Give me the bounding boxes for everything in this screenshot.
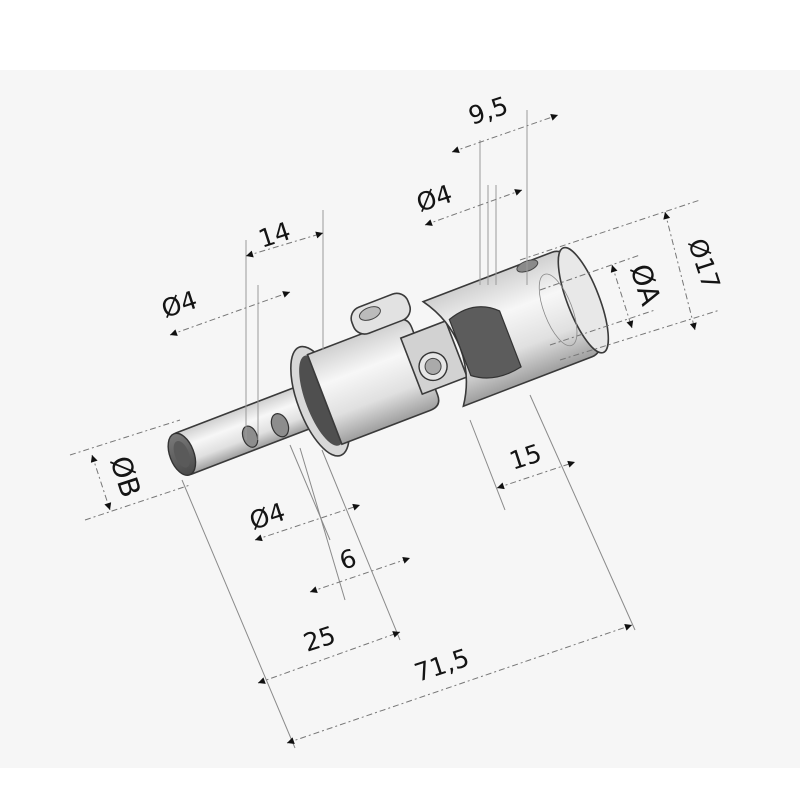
dim-overall-length: 71,5 — [411, 643, 473, 688]
universal-joint-illustration — [167, 246, 610, 476]
dim-hole-dia-top: Ø4 — [413, 179, 456, 218]
dim-hub-length: 15 — [506, 438, 545, 475]
dim-bore-dia-a: ØA — [623, 260, 667, 309]
shaft-hole-2 — [270, 413, 290, 438]
dim-outer-dia: Ø17 — [682, 235, 725, 293]
dim-shaft-hole-dia: Ø4 — [158, 285, 201, 324]
dim-collar-width: 6 — [336, 543, 360, 575]
hub-end-face — [557, 246, 610, 354]
dim-shaft-hole-spacing: 14 — [255, 216, 294, 253]
dim-shaft-dia-b: ØB — [103, 452, 147, 501]
dimension-lines — [90, 114, 697, 745]
top-pin-tab — [350, 292, 412, 335]
extension-lines — [69, 110, 721, 749]
top-pin-head — [358, 306, 381, 321]
dim-pin-pitch-top: 9,5 — [465, 91, 512, 131]
dim-shaft-length: 25 — [300, 620, 339, 657]
dim-lower-hole-dia: Ø4 — [246, 497, 289, 536]
yoke-slot — [448, 306, 522, 379]
